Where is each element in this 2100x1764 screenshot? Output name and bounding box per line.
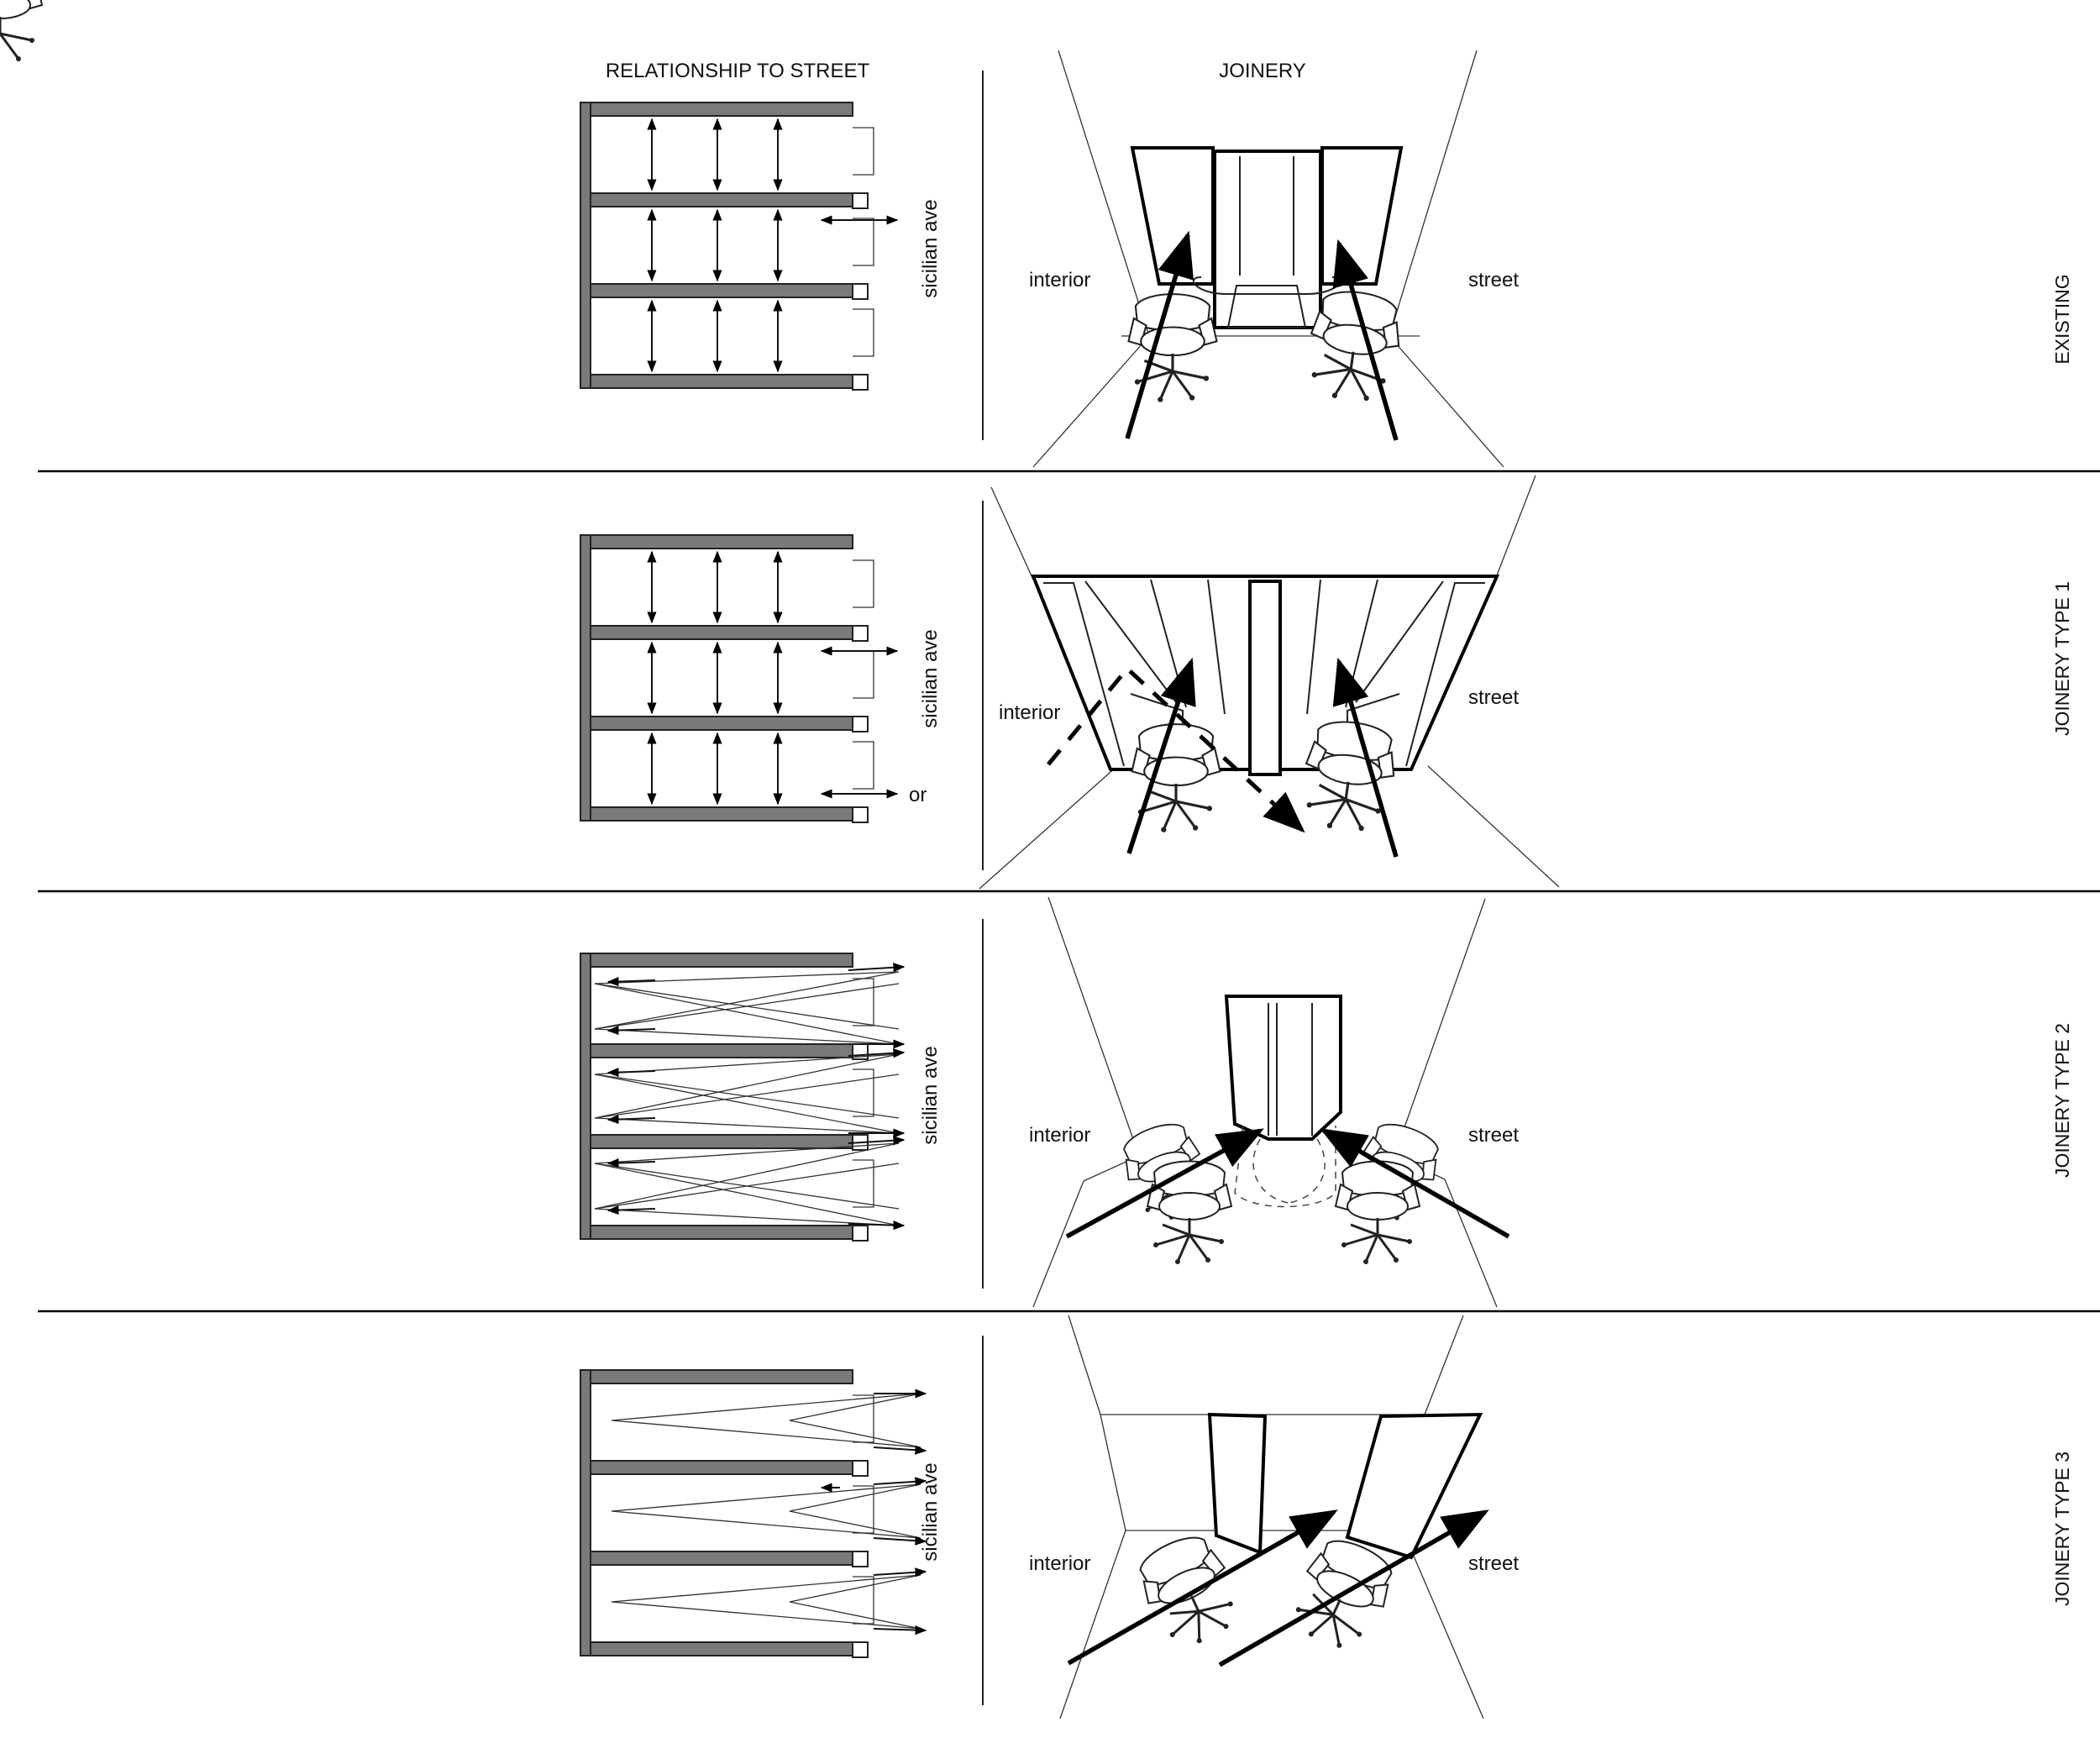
street-name-label: sicilian ave [919,629,942,727]
row-title-type-3: JOINERY TYPE 3 [2051,1452,2073,1606]
row-title-existing: EXISTING [2051,274,2073,364]
row-existing: sicilian ave interior street EXISTING [580,50,2073,468]
header-joinery: JOINERY [1219,60,1306,82]
street-name-label: sicilian ave [919,199,942,297]
perspective-type-1 [979,475,1560,890]
interior-label: interior [1029,269,1090,291]
street-label: street [1468,1552,1519,1575]
street-label: street [1468,1124,1519,1147]
interior-label: interior [1029,1552,1090,1575]
plan-type-1 [580,534,899,823]
perspective-type-2 [0,0,1510,1308]
row-title-type-1: JOINERY TYPE 1 [2051,581,2073,736]
plan-type-2 [580,953,906,1242]
street-label: street [1468,269,1519,291]
interior-label: interior [1029,1124,1090,1147]
plan-existing [580,102,899,391]
header-relationship-to-street: RELATIONSHIP TO STREET [606,60,870,82]
row-title-type-2: JOINERY TYPE 2 [2051,1023,2073,1178]
interior-label: interior [999,701,1060,724]
perspective-existing [1032,50,1504,468]
street-name-label: sicilian ave [919,1462,942,1561]
row-type-3: sicilian ave interior street JOINERY TYP… [580,1315,2073,1719]
street-name-label: sicilian ave [919,1046,942,1144]
or-label: or [909,784,927,806]
street-label: street [1468,686,1519,709]
row-type-2: sicilian ave interior street [0,0,2073,1308]
row-type-1: sicilian ave or interior [580,475,2073,890]
plan-type-3 [580,1369,927,1658]
perspective-type-3 [1059,1315,1489,1719]
